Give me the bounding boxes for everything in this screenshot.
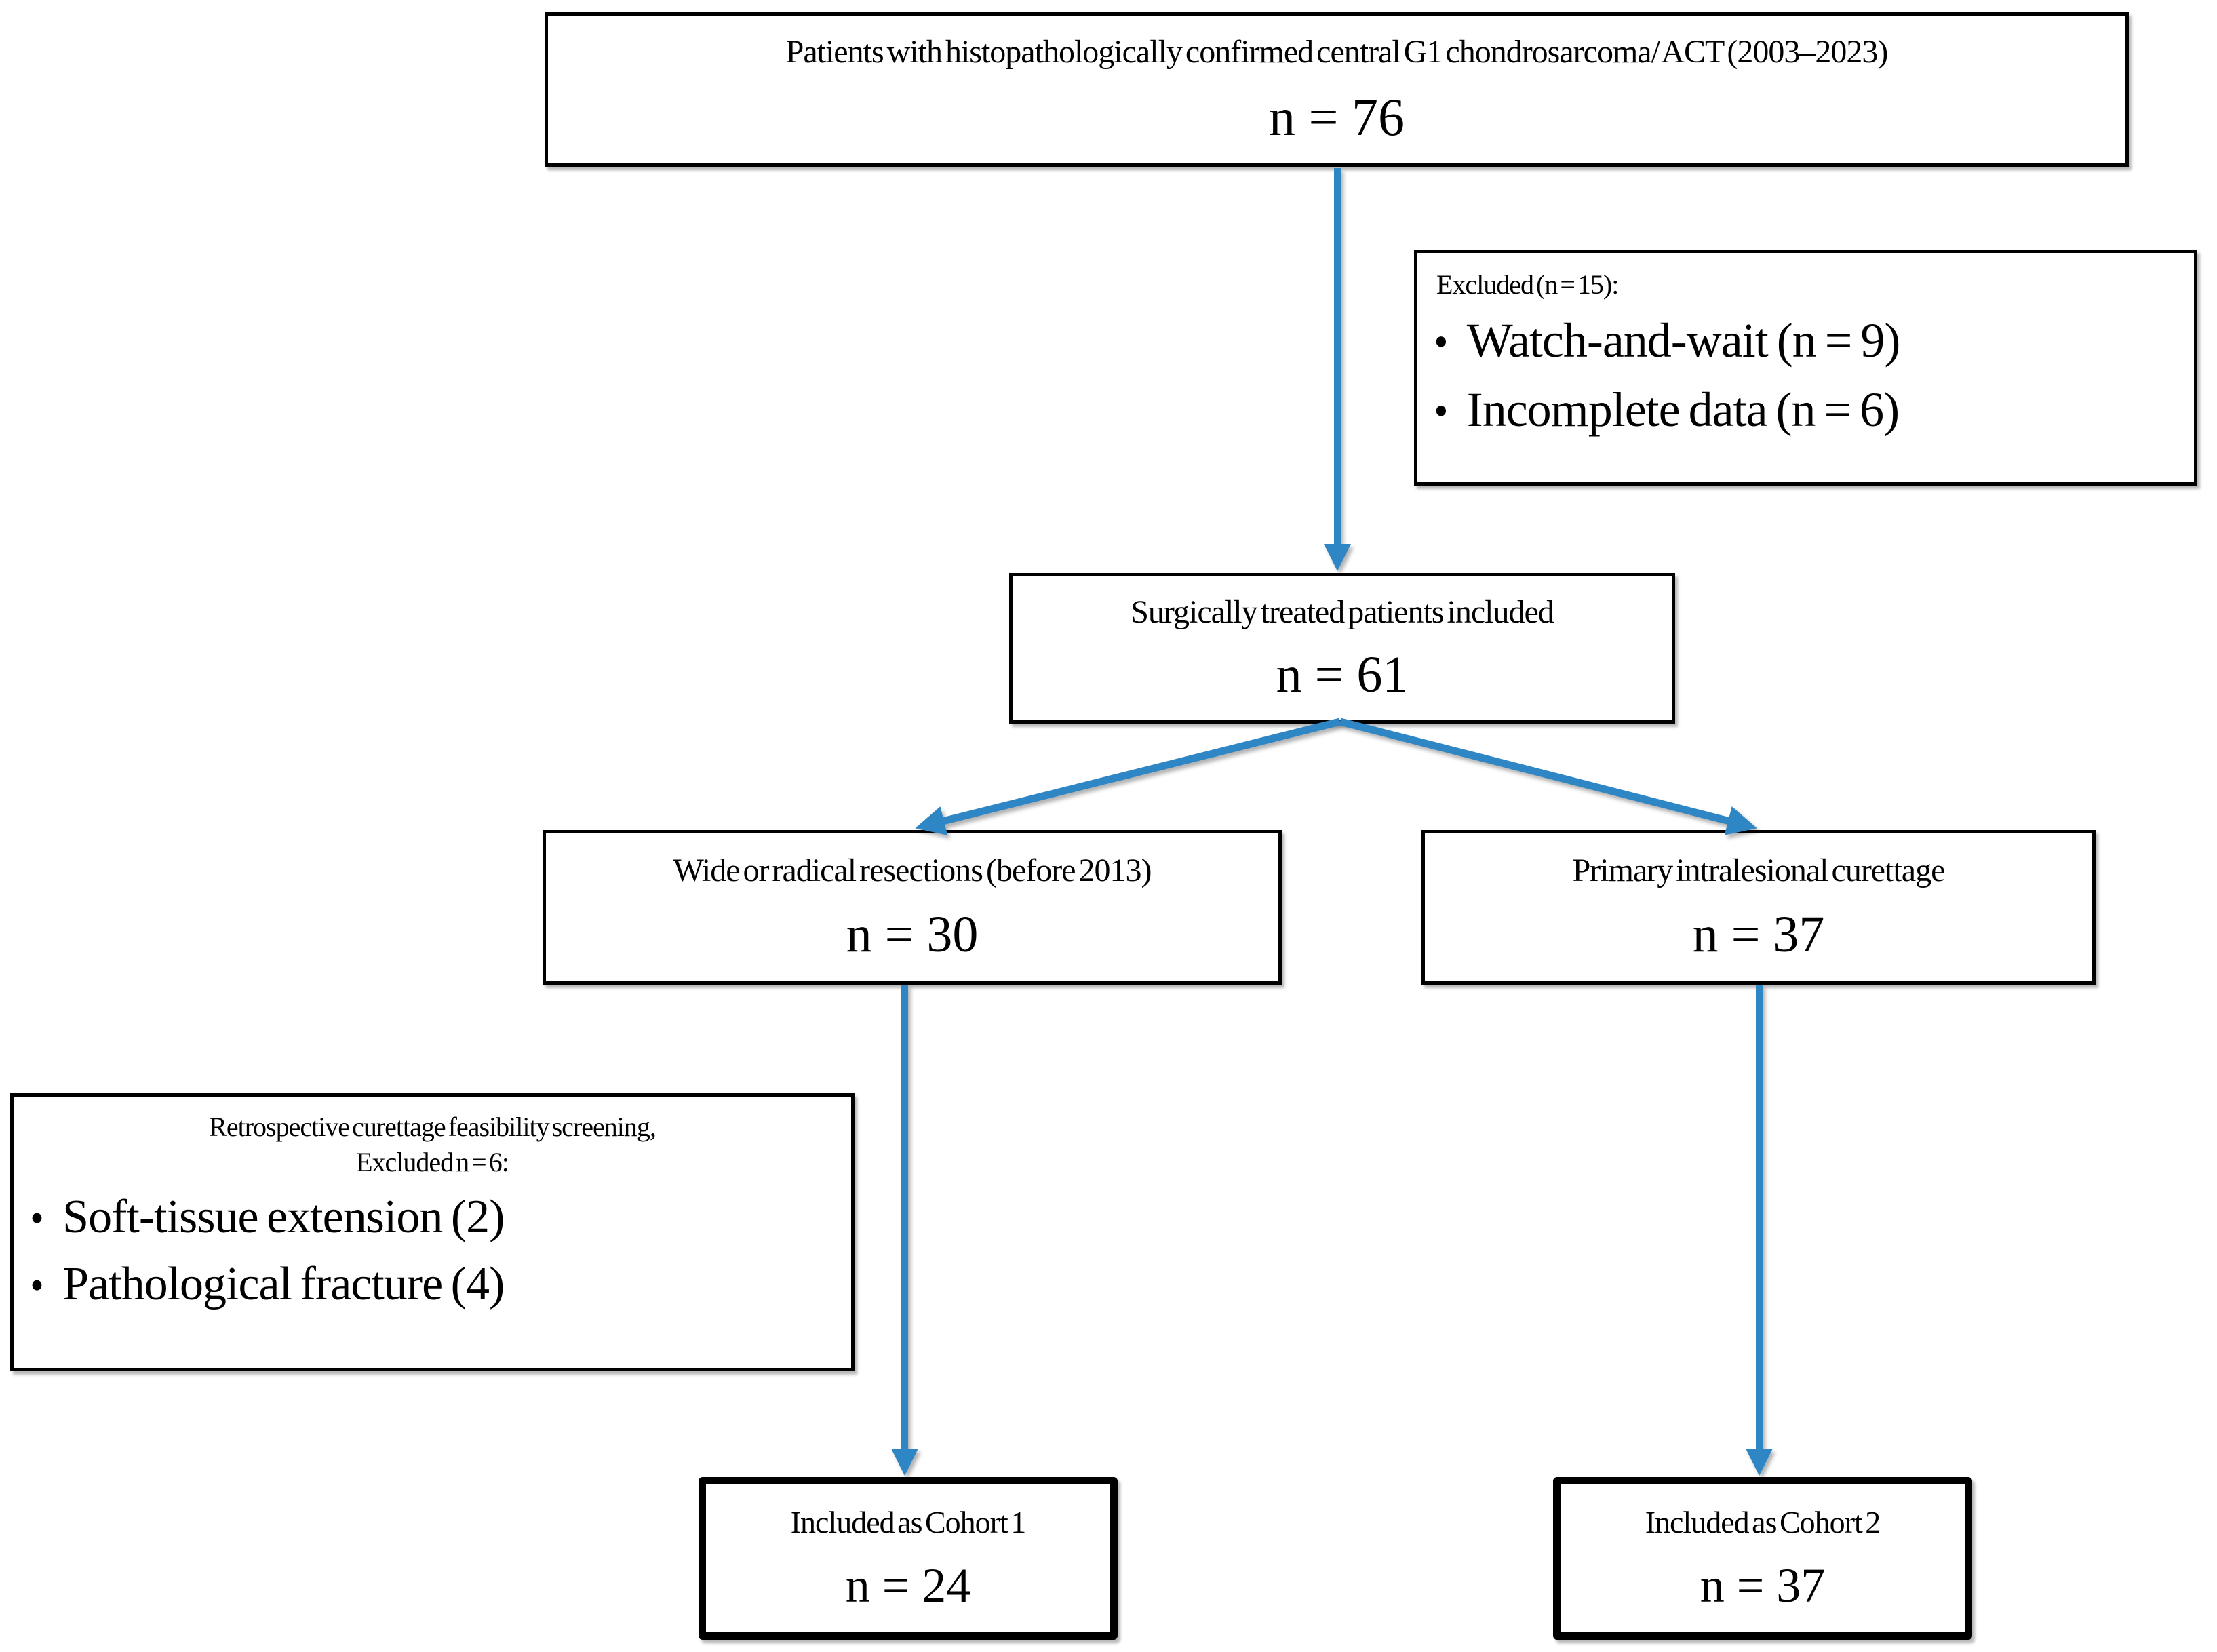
box-cohort2-count: n = 37 <box>1700 1558 1826 1613</box>
box-cohort2: Included as Cohort 2 n = 37 <box>1553 1477 1972 1640</box>
box-cohort2-label: Included as Cohort 2 <box>1645 1505 1881 1540</box>
box-surgically-treated-count: n = 61 <box>1276 646 1409 704</box>
box-surgically-treated-label: Surgically treated patients included <box>1131 594 1554 631</box>
box-excluded: Excluded (n = 15): Watch-and-wait (n = 9… <box>1414 250 2197 486</box>
box-excluded-header: Excluded (n = 15): <box>1436 269 1619 300</box>
box-resections-label: Wide or radical resections (before 2013) <box>673 852 1152 889</box>
box-screening-excluded: Retrospective curettage feasibility scre… <box>10 1093 855 1371</box>
box-resections: Wide or radical resections (before 2013)… <box>543 830 1282 985</box>
excluded-items-list: Watch-and-wait (n = 9) Incomplete data (… <box>1417 306 2194 451</box>
box-cohort1-count: n = 24 <box>845 1558 971 1613</box>
box-cohort1: Included as Cohort 1 n = 24 <box>699 1477 1118 1640</box>
arrow-surgical-to-curettage <box>1339 717 1757 835</box>
arrow-surgical-to-resection <box>915 717 1341 835</box>
box-curettage: Primary intralesional curettage n = 37 <box>1421 830 2096 985</box>
screening-items-list: Soft-tissue extension (2) Pathological f… <box>14 1183 851 1325</box>
excluded-item-label: Watch-and-wait (n = 9) <box>1466 313 1901 368</box>
list-item: Incomplete data (n = 6) <box>1434 375 2178 444</box>
box-total-patients-label: Patients with histopathologically confir… <box>785 34 1889 71</box>
excluded-item-label: Incomplete data (n = 6) <box>1466 382 1900 437</box>
box-total-patients-count: n = 76 <box>1269 87 1405 146</box>
list-item: Soft-tissue extension (2) <box>30 1183 835 1251</box>
screening-item-label: Pathological fracture (4) <box>62 1258 505 1311</box>
box-resections-count: n = 30 <box>846 906 979 964</box>
box-cohort1-label: Included as Cohort 1 <box>790 1505 1027 1540</box>
list-item: Watch-and-wait (n = 9) <box>1434 306 2178 375</box>
box-screening-header-line2: Excluded n = 6: <box>356 1147 509 1177</box>
box-total-patients: Patients with histopathologically confir… <box>545 12 2129 167</box>
box-curettage-label: Primary intralesional curettage <box>1572 852 1946 889</box>
screening-item-label: Soft-tissue extension (2) <box>62 1191 505 1243</box>
list-item: Pathological fracture (4) <box>30 1251 835 1318</box>
box-curettage-count: n = 37 <box>1692 906 1825 964</box>
box-screening-header-line1: Retrospective curettage feasibility scre… <box>209 1112 656 1142</box>
